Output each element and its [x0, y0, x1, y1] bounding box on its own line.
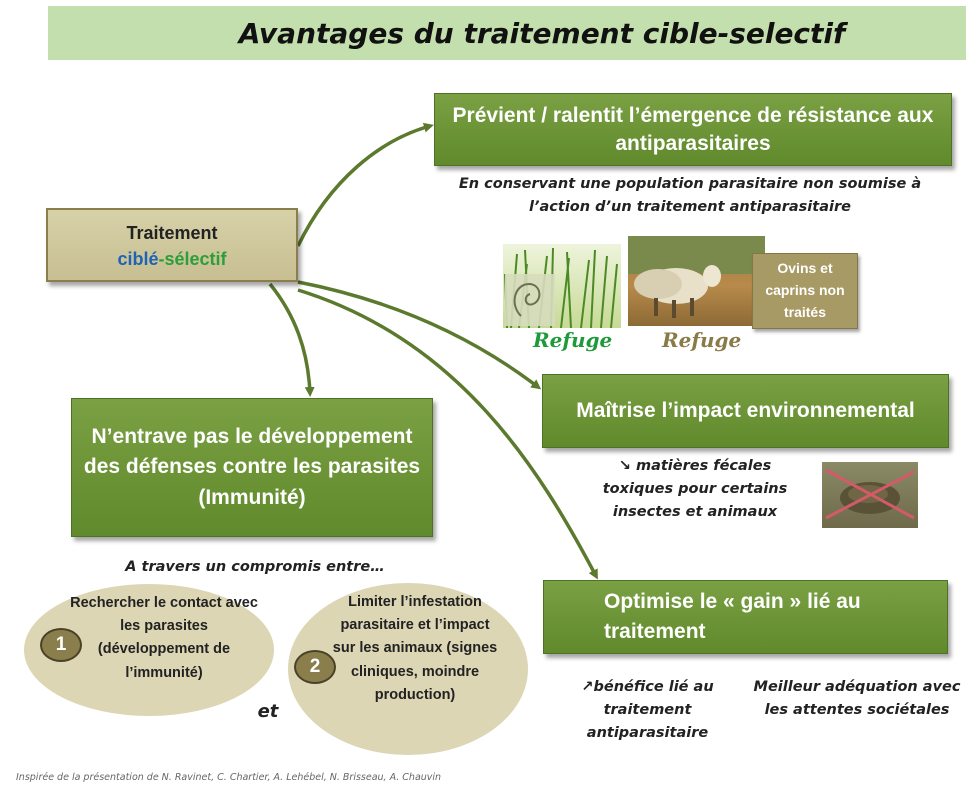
note-et: et [257, 701, 279, 722]
page-title: Avantages du traitement cible-selectif [238, 16, 846, 50]
note-benefice: ↗bénéfice lié au traitement antiparasita… [581, 679, 714, 742]
central-node-line1: Traitement [126, 223, 218, 243]
compromise-text-1: Rechercher le contact avec les parasites… [70, 595, 258, 681]
arrow-to-immune [268, 282, 315, 397]
grass-parasite-image [503, 244, 621, 328]
box-untreated-sheep-goats: Ovins et caprins non traités [752, 253, 858, 329]
footer-credit: Inspirée de la présentation de N. Ravine… [16, 772, 442, 783]
arrow-to-prevent [296, 122, 434, 247]
crossed-dung-image [822, 462, 918, 528]
sheep-photo [628, 236, 765, 326]
note-impact: ↘ matières fécales toxiques pour certain… [602, 458, 788, 521]
compromise-text-2: Limiter l’infestation parasitaire et l’i… [332, 594, 498, 703]
box-environmental-impact: Maîtrise l’impact environnemental [542, 374, 949, 448]
central-node-sep: - [158, 249, 165, 270]
number-badge-1: 1 [40, 628, 82, 662]
note-attentes: Meilleur adéquation avec les attentes so… [753, 679, 961, 719]
arrow-to-impact [297, 280, 542, 390]
central-node-cible: ciblé [117, 249, 159, 270]
box-immunity: N’entrave pas le développement des défen… [71, 398, 433, 537]
note-compromis: A travers un compromis entre… [125, 559, 385, 575]
arrow-to-gain [297, 288, 598, 580]
box-prevent-resistance: Prévient / ralentit l’émergence de résis… [434, 93, 952, 166]
refuge-label-animals: Refuge [662, 328, 742, 352]
number-badge-2: 2 [294, 650, 336, 684]
note-prevent: En conservant une population parasitaire… [458, 176, 922, 216]
central-node-selectif: sélectif [164, 249, 227, 270]
refuge-label-grass: Refuge [533, 328, 613, 352]
box-optimise-gain: Optimise le « gain » lié au traitement [543, 580, 948, 654]
title-bar: Avantages du traitement cible-selectif [48, 6, 966, 60]
central-node-traitement: Traitement ciblé-sélectif [46, 208, 298, 282]
